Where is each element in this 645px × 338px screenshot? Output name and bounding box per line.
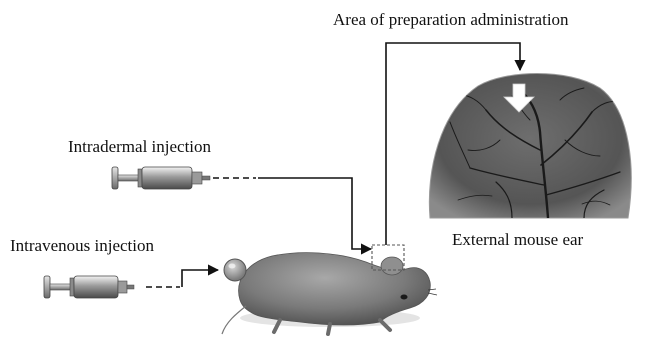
- syringe-icon: [112, 167, 210, 189]
- syringe-icon: [44, 276, 134, 298]
- intravenous-label: Intravenous injection: [10, 236, 154, 255]
- area-label: Area of preparation administration: [333, 10, 569, 29]
- ear-label: External mouse ear: [452, 230, 584, 249]
- intravenous-connector: [182, 270, 218, 287]
- intradermal-label: Intradermal injection: [68, 137, 212, 156]
- tail-injection-site: [224, 259, 246, 281]
- ear-micrograph: [429, 74, 631, 219]
- mouse-image: [222, 253, 437, 334]
- intradermal-connector: [258, 178, 371, 249]
